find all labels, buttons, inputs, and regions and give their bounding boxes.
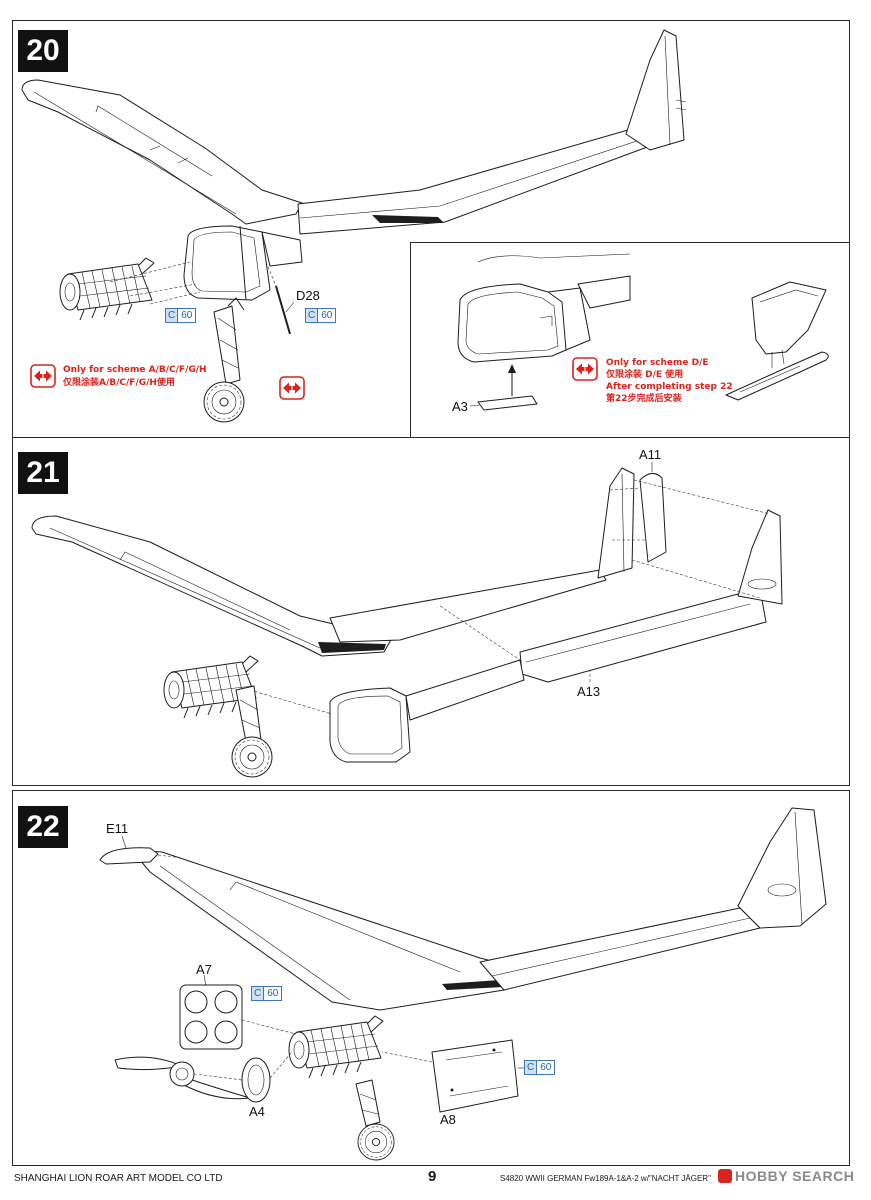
- step-20-landing-gear: [213, 297, 245, 385]
- double-arrow-icon: [279, 376, 305, 400]
- paint-ref-number: 60: [540, 1062, 552, 1073]
- paint-ref-letter: C: [525, 1061, 538, 1074]
- step-20-wheel: [203, 381, 245, 423]
- step-20-part-d28: [265, 261, 295, 335]
- part-label-d28: D28: [296, 288, 320, 303]
- step-number-22: 22: [18, 806, 68, 848]
- step-22-airframe: [139, 807, 827, 1011]
- step-number-20: 20: [18, 30, 68, 72]
- paint-ref-c60: C 60: [524, 1060, 556, 1075]
- part-label-a13: A13: [577, 684, 601, 699]
- step-21-wheel: [231, 736, 273, 778]
- double-arrow-icon: [572, 357, 598, 381]
- paint-ref-c60: C 60: [305, 308, 337, 323]
- step-22-panel: [12, 790, 850, 1166]
- inset-nacelle-frame: [457, 283, 567, 363]
- watermark-text: HOBBY SEARCH: [735, 1168, 855, 1184]
- paint-ref-number: 60: [267, 988, 279, 999]
- part-label-a3: A3: [452, 399, 468, 414]
- step-21-guides: [249, 605, 591, 715]
- page-number: 9: [428, 1168, 437, 1185]
- footer-product-line: S4820 WWII GERMAN Fw189A-1&A-2 w/"NACHT …: [500, 1174, 711, 1183]
- inset-scheme-note-en: Only for scheme D/E: [606, 358, 709, 368]
- double-arrow-icon: [30, 364, 56, 388]
- paint-ref-number: 60: [321, 310, 333, 321]
- paint-ref-letter: C: [166, 309, 179, 322]
- step-22-part-e11: [99, 835, 183, 865]
- inset-after-step-note-en: After completing step 22: [606, 382, 733, 392]
- step-22-wheel: [357, 1123, 395, 1161]
- scheme-note-zh: 仅限涂装A/B/C/F/G/H使用: [63, 378, 175, 388]
- part-label-e11: E11: [106, 821, 129, 836]
- paint-ref-letter: C: [306, 309, 319, 322]
- step-21-nacelle: [329, 659, 525, 763]
- step-22-leader-lines: [193, 1019, 433, 1081]
- step-22-landing-gear: [355, 1079, 381, 1127]
- part-label-a4: A4: [249, 1104, 265, 1119]
- inset-after-step-note-zh: 第22步完成后安装: [606, 394, 682, 404]
- step-20-airframe: [21, 29, 687, 235]
- paint-ref-c60: C 60: [251, 986, 283, 1001]
- step-22-engine: [288, 1015, 384, 1079]
- hobby-search-logo-icon: [718, 1169, 732, 1183]
- footer-publisher: SHANGHAI LION ROAR ART MODEL CO LTD: [14, 1173, 223, 1184]
- step-number-21: 21: [18, 452, 68, 494]
- paint-ref-number: 60: [181, 310, 193, 321]
- scheme-note-en: Only for scheme A/B/C/F/G/H: [63, 365, 207, 375]
- step-22-part-a8: [431, 1039, 524, 1113]
- inset-ski-gear: [725, 281, 829, 401]
- step-20-leader-lines: [109, 261, 201, 305]
- paint-ref-letter: C: [252, 987, 265, 1000]
- part-label-a8: A8: [440, 1112, 456, 1127]
- step-22-propeller: [114, 1056, 251, 1100]
- step-21-part-a11: [639, 462, 667, 563]
- step-21-airframe: [31, 467, 783, 683]
- part-label-a11: A11: [639, 447, 662, 462]
- paint-ref-c60: C 60: [165, 308, 197, 323]
- step-20-inset-panel: [410, 242, 850, 438]
- step-20-engine: [59, 257, 155, 321]
- hobby-search-watermark: HOBBY SEARCH: [716, 1168, 857, 1184]
- inset-scheme-note-zh: 仅限涂装 D/E 使用: [606, 370, 684, 380]
- inset-part-a3: [469, 364, 538, 411]
- part-label-a7: A7: [196, 962, 212, 977]
- step-20-nacelle-frame: [183, 225, 303, 301]
- step-21-leader-lines: [609, 479, 771, 599]
- step-22-part-a7: [179, 974, 243, 1050]
- step-21-panel: [12, 437, 850, 786]
- step-22-part-a4: [241, 1057, 271, 1103]
